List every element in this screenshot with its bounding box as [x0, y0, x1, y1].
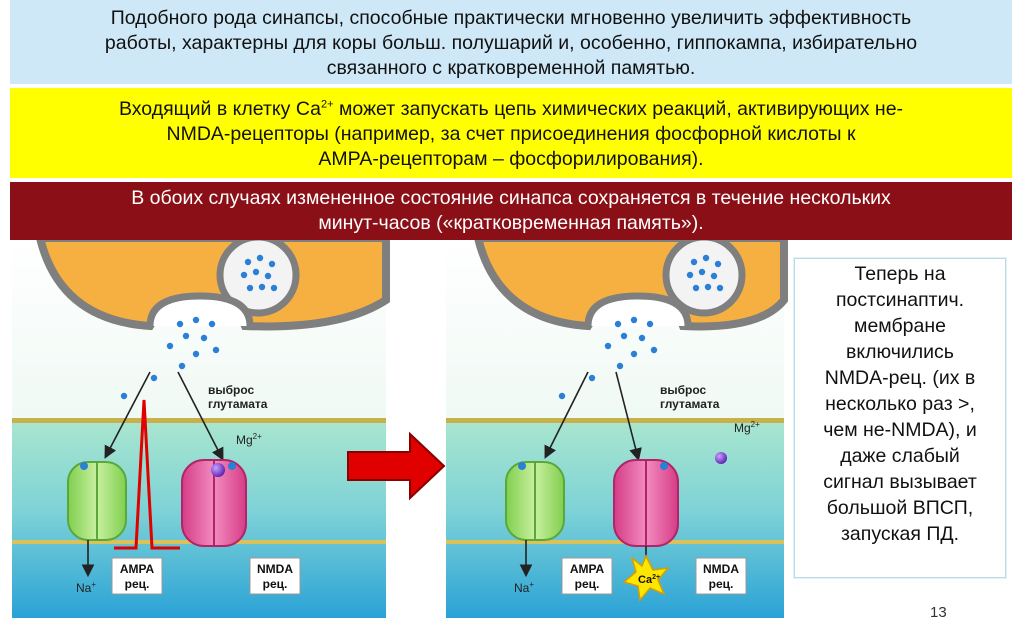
- nmda-label-right-2: рец.: [709, 577, 734, 591]
- side-note-line: включились: [846, 341, 954, 363]
- nmda-label-box-right: [695, 557, 747, 595]
- ca-label: Ca2+: [638, 574, 660, 586]
- side-note-line: сигнал вызывает: [823, 471, 977, 493]
- ampa-label-box-left: [111, 557, 163, 595]
- mg-label-right: Mg2+: [734, 420, 760, 435]
- side-note-box: Теперь на постсинаптич. мембране включил…: [794, 258, 1006, 578]
- na-label-right: Na+: [514, 580, 534, 595]
- release-label-1a: выброс: [208, 383, 255, 397]
- mg-label-left: Mg2+: [236, 432, 262, 447]
- memory-line-1: В обоих случаях измененное состояние син…: [131, 187, 891, 209]
- na-label-left: Na+: [76, 580, 96, 595]
- ampa-label-left-2: рец.: [125, 577, 150, 591]
- side-note-line: чем не-NMDA), и: [823, 419, 977, 441]
- ampa-label-right-2: рец.: [575, 577, 600, 591]
- release-label-2a: выброс: [660, 383, 707, 397]
- intro-line-3: связанного с кратковременной памятью.: [326, 57, 696, 79]
- release-label-1b: глутамата: [208, 397, 268, 411]
- side-note-line: постсинаптич.: [835, 289, 965, 311]
- glutamate-dots-right: [558, 316, 658, 400]
- calcium-text-box: Входящий в клетку Са2+ может запускать ц…: [10, 88, 1012, 178]
- ampa-label-left-1: АМРА: [120, 562, 155, 576]
- left-panel: выброс глутамата Mg2+ Na+ АМРА рец. NMDA…: [12, 233, 390, 618]
- ampa-label-right-1: АМРА: [570, 562, 605, 576]
- ca-star-icon: [622, 554, 670, 602]
- side-note-line: Теперь на: [854, 263, 946, 285]
- side-note-line: большой ВПСП,: [826, 497, 974, 519]
- ampa-receptor-left: [67, 461, 127, 541]
- calcium-line-3: АМРА-рецепторам – фосфорилирования).: [318, 148, 704, 170]
- side-note-line: запуская ПД.: [840, 523, 960, 545]
- side-note-line: несколько раз >,: [825, 393, 975, 415]
- intro-line-2: работы, характерны для коры больш. полуш…: [104, 32, 918, 54]
- intro-text-box: Подобного рода синапсы, способные практи…: [10, 0, 1012, 84]
- nmda-label-box-left: [249, 557, 301, 595]
- ampa-label-box-right: [561, 557, 613, 595]
- release-label-2b: глутамата: [660, 397, 720, 411]
- nmda-receptor-left: [181, 459, 247, 547]
- mg-ion-icon: [715, 452, 727, 464]
- vesicle-dots: [240, 254, 278, 292]
- memory-text-box: В обоих случаях измененное состояние син…: [10, 182, 1012, 240]
- vesicle-dots-right: [686, 254, 724, 292]
- nmda-label-right-1: NMDA: [703, 562, 739, 576]
- side-note-line: мембране: [854, 315, 946, 337]
- nmda-label-left-2: рец.: [263, 577, 288, 591]
- page-number: 13: [930, 604, 947, 621]
- nmda-receptor-right: [613, 459, 679, 547]
- intro-line-1: Подобного рода синапсы, способные практи…: [110, 7, 912, 29]
- right-panel: выброс глутамата Mg2+ Na+ Ca2+ АМРА рец.…: [446, 233, 788, 618]
- nmda-label-left-1: NMDA: [257, 562, 293, 576]
- side-note-line: NMDA-рец. (их в: [824, 367, 976, 389]
- side-note-line: даже слабый: [840, 445, 960, 467]
- spike-trace: [114, 399, 180, 550]
- ampa-receptor-right: [505, 461, 565, 541]
- glutamate-dots: [120, 316, 220, 400]
- calcium-line-1: Входящий в клетку Са2+ может запускать ц…: [118, 98, 904, 120]
- transition-arrow-icon: [347, 431, 446, 501]
- memory-line-2: минут-часов («кратковременная память»).: [318, 212, 704, 234]
- calcium-line-2: NMDA-рецепторы (например, за счет присое…: [166, 123, 856, 145]
